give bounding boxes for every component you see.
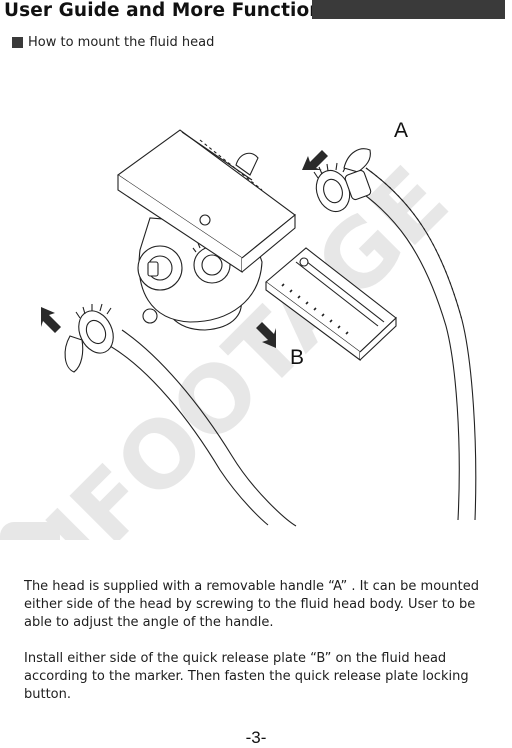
label-b: B [290, 346, 304, 369]
page-number: -3- [245, 728, 267, 747]
handle-b-illustration [64, 303, 297, 527]
handle-a-illustration [313, 148, 477, 521]
quick-release-plate-illustration [265, 247, 397, 362]
arrow-a-icon [302, 150, 328, 170]
section-bullet-square [12, 37, 23, 48]
label-a: A [394, 119, 408, 142]
fluid-head-illustration [117, 129, 296, 331]
page-title: User Guide and More Functions [4, 0, 334, 21]
arrow-icon [41, 150, 328, 348]
section-heading-label: How to mount the fluid head [28, 35, 215, 50]
arrow-left-icon [41, 307, 61, 333]
section-heading: How to mount the fluid head [12, 35, 214, 50]
paragraph-plate: Install either side of the quick release… [24, 651, 469, 702]
paragraph-handle: The head is supplied with a removable ha… [24, 579, 479, 630]
title-bar [312, 0, 505, 19]
mounting-illustration: IFOOTAGE [0, 119, 477, 540]
watermark-mark [0, 522, 60, 540]
arrow-b-icon [256, 322, 276, 348]
